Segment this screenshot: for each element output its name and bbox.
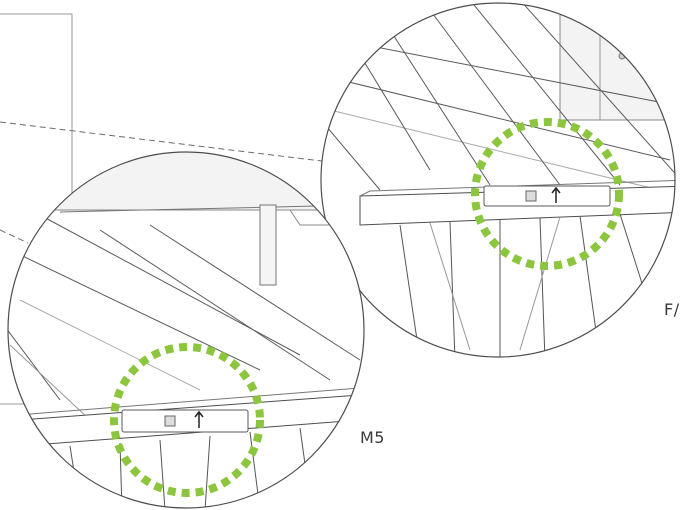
up-arrow-icon <box>551 186 561 203</box>
detail-label-right: F/ <box>664 300 680 319</box>
detail-circle-left <box>7 151 365 509</box>
leader-lines <box>0 121 339 244</box>
shelf-label-plate <box>483 185 611 207</box>
leader-line-lower <box>0 229 29 244</box>
shelf-slats <box>8 214 361 421</box>
detail-label-left: M5 <box>360 428 385 447</box>
shelf-label-plate <box>121 409 249 433</box>
highlight-circle-right <box>471 118 623 270</box>
clip-marker <box>525 190 537 202</box>
highlight-circle-left <box>110 343 264 497</box>
leader-line-upper <box>0 121 339 164</box>
back-panel <box>39 152 361 211</box>
back-panel <box>559 3 675 121</box>
detail-circle-right <box>320 2 676 358</box>
clip-marker <box>164 415 176 427</box>
up-arrow-icon <box>194 410 204 428</box>
